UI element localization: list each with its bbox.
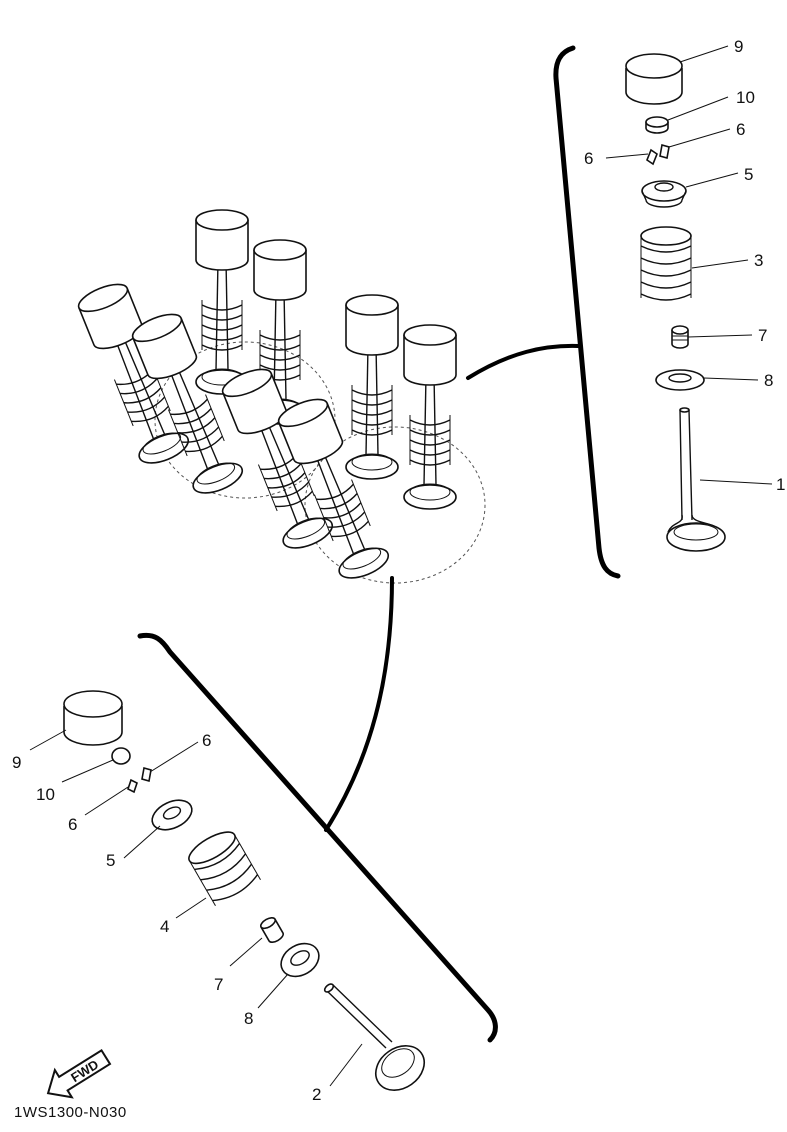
valve-group-illustration xyxy=(74,209,486,585)
valve-spring-upper xyxy=(640,226,692,301)
lower-bracket xyxy=(137,632,498,1043)
callout-8-upper: 8 xyxy=(764,371,773,390)
callout-5-upper: 5 xyxy=(744,165,753,184)
upper-callouts: 9 10 6 6 5 3 7 8 1 xyxy=(584,37,785,494)
valve-pad-lower xyxy=(111,747,131,765)
valve-spring-lower xyxy=(188,831,261,907)
callout-3-upper: 3 xyxy=(754,251,763,270)
callout-9-upper: 9 xyxy=(734,37,743,56)
callout-7-lower: 7 xyxy=(214,975,223,994)
stem-seal-lower xyxy=(259,916,284,943)
spring-retainer-lower xyxy=(151,799,193,831)
exhaust-valve-part xyxy=(323,983,425,1091)
valve-pad-upper xyxy=(645,116,669,134)
callout-10-upper: 10 xyxy=(736,88,755,107)
diagram-code: 1WS1300-N030 xyxy=(14,1104,127,1121)
intake-valve-part xyxy=(666,407,726,552)
callout-2-lower: 2 xyxy=(312,1085,321,1104)
lower-connector-line xyxy=(324,576,394,832)
spring-seat-lower xyxy=(280,942,320,978)
exhaust-valve-b xyxy=(403,324,457,510)
lower-callouts: 9 10 6 6 5 4 7 8 2 xyxy=(12,731,321,1104)
callout-7-upper: 7 xyxy=(758,326,767,345)
valve-cotters-lower xyxy=(127,766,152,794)
callout-6-lower-right: 6 xyxy=(202,731,211,750)
exhaust-valve-a xyxy=(345,294,399,480)
forward-arrow-icon: FWD xyxy=(46,1048,112,1099)
callout-6-upper-right: 6 xyxy=(736,120,745,139)
exhaust-valve-d xyxy=(274,393,394,585)
callout-10-lower: 10 xyxy=(36,785,55,804)
callout-1-upper: 1 xyxy=(776,475,785,494)
intake-port-outline-left xyxy=(154,341,336,499)
spring-retainer-upper xyxy=(641,180,687,208)
stem-seal-upper xyxy=(671,325,689,349)
valve-lifter-upper xyxy=(625,53,683,105)
callout-4-lower: 4 xyxy=(160,917,169,936)
callout-5-lower: 5 xyxy=(106,851,115,870)
valve-lifter-lower xyxy=(63,690,123,746)
valve-cotters-upper xyxy=(646,143,670,166)
callout-8-lower: 8 xyxy=(244,1009,253,1028)
callout-9-lower: 9 xyxy=(12,753,21,772)
intake-valve-a xyxy=(195,209,249,395)
callout-6-lower-left: 6 xyxy=(68,815,77,834)
callout-6-upper-left: 6 xyxy=(584,149,593,168)
upper-bracket xyxy=(553,45,621,579)
upper-exploded-parts xyxy=(605,45,773,552)
upper-connector-line xyxy=(466,343,580,380)
spring-seat-upper xyxy=(655,369,705,391)
lower-exploded-parts xyxy=(29,690,425,1091)
exhaust-port-outline-right xyxy=(304,426,486,584)
